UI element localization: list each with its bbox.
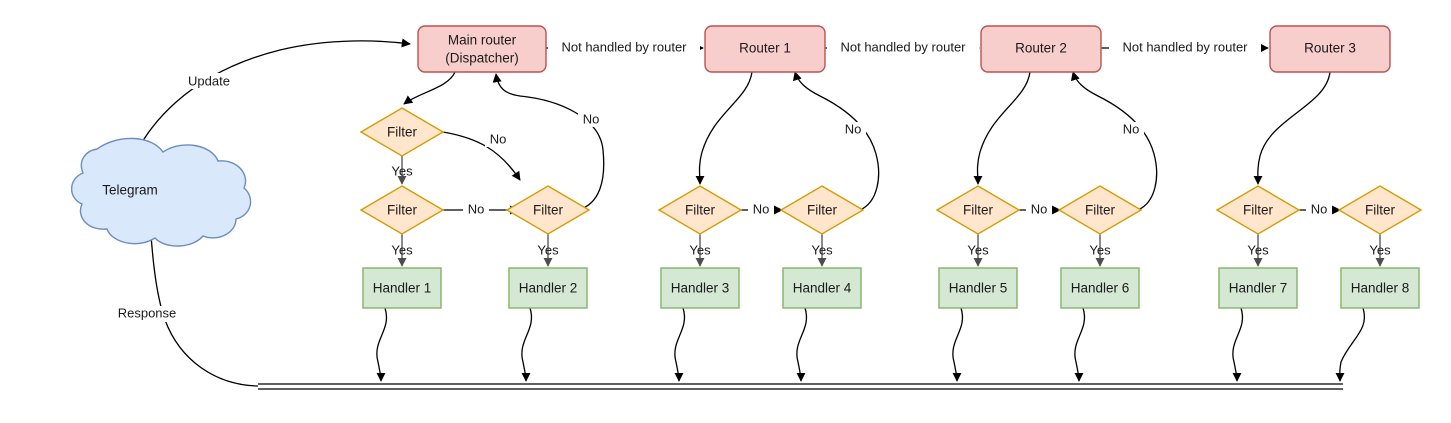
node-filter-g[interactable]: Filter [1057,185,1143,235]
edge-handler8-to-bus [1335,307,1366,382]
no-label-e-bg [840,122,866,137]
edge-router2-to-filter-f [973,71,1031,185]
edge-handler3-to-bus [674,307,686,382]
edge-response [146,221,259,387]
node-router-1[interactable]: Router 1 [704,25,826,73]
edge-handler5-to-bus [952,307,964,382]
no-label-g-bg [1118,122,1144,137]
node-router-2[interactable]: Router 2 [980,25,1102,73]
node-filter-h[interactable]: Filter [1215,185,1301,235]
edge-mainrouter-to-filter-a [403,71,456,105]
node-handler-4[interactable]: Handler 4 [782,267,862,309]
node-handler-8[interactable]: Handler 8 [1340,267,1420,309]
node-handler-7[interactable]: Handler 7 [1218,267,1298,309]
edge-handler7-to-bus [1232,307,1244,382]
no-label-a-bg [485,132,511,147]
node-filter-e[interactable]: Filter [779,185,865,235]
edge-handler1-to-bus [376,307,388,382]
update-label-bg [180,73,238,89]
no-label-c-bg [578,112,604,127]
node-handler-2[interactable]: Handler 2 [508,267,588,309]
not-handled-2-bg [827,40,979,56]
node-handler-5[interactable]: Handler 5 [938,267,1018,309]
edge-handler2-to-bus [521,307,533,382]
node-handler-3[interactable]: Handler 3 [660,267,740,309]
node-telegram-cloud[interactable]: Telegram [70,137,252,247]
node-filter-f[interactable]: Filter [935,185,1021,235]
edge-filter-e-no-to-router1 [793,71,880,211]
node-filter-i[interactable]: Filter [1337,185,1423,235]
node-handler-1[interactable]: Handler 1 [362,267,442,309]
node-main-router[interactable]: Main router (Dispatcher) [417,25,547,73]
node-filter-a[interactable]: Filter [359,107,445,157]
edge-router3-to-filter-h [1253,71,1331,185]
node-filter-d[interactable]: Filter [657,185,743,235]
node-filter-c[interactable]: Filter [505,185,591,235]
edge-handler4-to-bus [796,307,808,382]
no-label-h-bg [1306,202,1332,217]
no-label-d-bg [748,202,774,217]
no-label-b-bg [463,202,489,217]
node-filter-b[interactable]: Filter [359,185,445,235]
edge-filter-g-no-to-router2 [1071,71,1158,211]
response-label-bg [109,306,185,322]
node-router-3[interactable]: Router 3 [1269,25,1391,73]
edge-router1-to-filter-d [695,71,753,185]
edge-handler6-to-bus [1074,307,1086,382]
no-label-f-bg [1026,202,1052,217]
not-handled-3-bg [1109,40,1261,56]
node-handler-6[interactable]: Handler 6 [1060,267,1140,309]
not-handled-1-bg [548,40,700,56]
